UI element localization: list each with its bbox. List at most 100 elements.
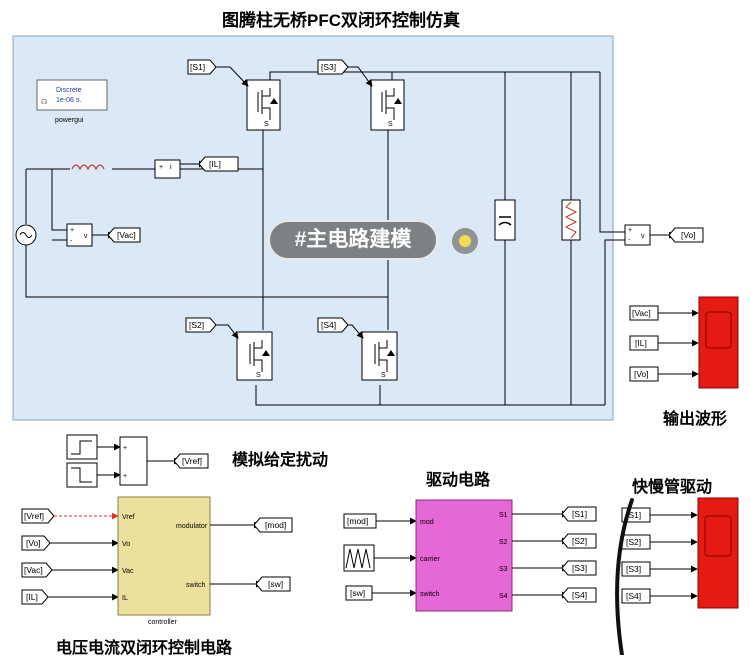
goto-vref[interactable]: [Vref] [173, 453, 209, 469]
svg-text:carrier: carrier [420, 556, 441, 563]
load-resistor[interactable] [561, 199, 581, 241]
svg-text:Vo: Vo [122, 541, 130, 548]
mosfet-s2[interactable]: S [236, 331, 273, 381]
page-title: 图腾柱无桥PFC双闭环控制仿真 [222, 11, 460, 30]
svg-text:[Vo]: [Vo] [26, 538, 41, 548]
svg-text:[S3]: [S3] [626, 564, 641, 574]
svg-text:[Vac]: [Vac] [632, 308, 651, 318]
svg-text:Vac: Vac [122, 568, 134, 575]
goto-il[interactable]: [IL] [198, 156, 239, 172]
powergui-line2: 1e-06 s. [56, 97, 81, 104]
svg-text:Vref: Vref [122, 514, 135, 521]
svg-text:[S3]: [S3] [572, 563, 587, 573]
svg-text:S1: S1 [499, 512, 508, 519]
svg-text:[IL]: [IL] [209, 159, 221, 169]
carrier-block[interactable] [343, 544, 375, 572]
svg-text:[IL]: [IL] [26, 592, 38, 602]
svg-text:-: - [70, 238, 73, 245]
svg-text:[sw]: [sw] [268, 579, 283, 589]
controller-block[interactable]: Vref Vo Vac IL modulator switch [117, 496, 211, 616]
from-s1[interactable]: [S1] [187, 59, 217, 75]
from-s3[interactable]: [S3] [317, 59, 349, 75]
goto-s1[interactable]: [S1] [561, 506, 597, 522]
goto-vo[interactable]: [Vo] [668, 227, 704, 243]
driver-block[interactable]: mod carrier switch S1 S2 S3 S4 [415, 499, 513, 612]
from-sw[interactable]: [sw] [345, 585, 373, 601]
sum-block[interactable]: + + [119, 436, 148, 486]
svg-text:[S4]: [S4] [626, 591, 641, 601]
from-vac[interactable]: [Vac] [21, 562, 53, 578]
from-il-scope[interactable]: [IL] [629, 335, 659, 351]
from-s4-scope[interactable]: [S4] [621, 588, 651, 604]
svg-text:[mod]: [mod] [265, 520, 286, 530]
hand-drawn-mark [615, 498, 634, 655]
from-vo[interactable]: [Vo] [21, 535, 51, 551]
inductor[interactable] [70, 163, 112, 175]
goto-s4[interactable]: [S4] [561, 587, 597, 603]
ac-source[interactable] [15, 224, 37, 246]
caption-fast-slow-drive: 快慢管驱动 [632, 479, 713, 496]
svg-text:S: S [264, 121, 269, 128]
mosfet-s4[interactable]: S [361, 331, 398, 381]
svg-text:mod: mod [420, 519, 434, 526]
svg-text:[IL]: [IL] [635, 338, 647, 348]
svg-text:switch: switch [186, 582, 206, 589]
from-s4[interactable]: [S4] [317, 317, 349, 333]
caption-control-circuit: 电压电流双闭环控制电路 [56, 640, 233, 657]
goto-s2[interactable]: [S2] [561, 533, 597, 549]
overlay-dot-icon [452, 228, 478, 254]
svg-text:[sw]: [sw] [350, 588, 365, 598]
svg-text:[S2]: [S2] [626, 537, 641, 547]
svg-text:[S4]: [S4] [321, 320, 336, 330]
from-s2-scope[interactable]: [S2] [621, 534, 651, 550]
svg-text:-: - [628, 237, 631, 244]
svg-text:[S1]: [S1] [572, 509, 587, 519]
svg-text:[S1]: [S1] [626, 510, 641, 520]
vo-measurement-block[interactable]: + - v [624, 224, 651, 246]
powergui-block[interactable]: Discrete 1e-06 s. ☊ [36, 79, 108, 111]
svg-text:[mod]: [mod] [347, 516, 368, 526]
svg-text:[S3]: [S3] [321, 62, 336, 72]
step-block[interactable] [66, 434, 98, 460]
svg-text:[S2]: [S2] [189, 320, 204, 330]
svg-text:switch: switch [420, 591, 440, 598]
svg-text:+: + [70, 227, 74, 234]
from-s3-scope[interactable]: [S3] [621, 561, 651, 577]
output-scope[interactable] [698, 296, 739, 389]
powergui-line1: Discrete [56, 87, 82, 94]
svg-text:[Vac]: [Vac] [24, 565, 43, 575]
goto-vac[interactable]: [Vac] [107, 227, 141, 243]
from-vac-scope[interactable]: [Vac] [629, 305, 659, 321]
svg-text:+: + [123, 445, 127, 452]
svg-text:☊: ☊ [41, 98, 47, 106]
goto-s3[interactable]: [S3] [561, 560, 597, 576]
svg-text:[Vac]: [Vac] [117, 230, 136, 240]
controller-label: controller [148, 619, 177, 626]
svg-text:[S4]: [S4] [572, 590, 587, 600]
from-mod[interactable]: [mod] [343, 513, 377, 529]
output-capacitor[interactable] [494, 199, 516, 241]
svg-text:S2: S2 [499, 539, 508, 546]
step-block-2[interactable] [66, 462, 98, 488]
main-circuit-overlay-label: #主电路建模 [268, 220, 438, 260]
svg-text:IL: IL [122, 595, 128, 602]
svg-text:[S2]: [S2] [572, 536, 587, 546]
svg-text:S: S [256, 372, 261, 379]
mosfet-s1[interactable]: S [246, 79, 281, 131]
vac-measurement-block[interactable]: + - v [66, 223, 93, 247]
svg-text:[Vref]: [Vref] [182, 456, 202, 466]
mosfet-s3[interactable]: S [370, 79, 405, 131]
caption-drive-circuit: 驱动电路 [426, 472, 491, 489]
svg-text:[Vref]: [Vref] [24, 511, 44, 521]
svg-text:v: v [641, 233, 645, 240]
from-vo-scope[interactable]: [Vo] [629, 366, 659, 382]
from-vref[interactable]: [Vref] [21, 508, 55, 524]
goto-mod[interactable]: [mod] [253, 517, 293, 533]
drive-scope[interactable] [697, 497, 739, 609]
svg-text:modulator: modulator [176, 523, 208, 530]
svg-text:S4: S4 [499, 593, 508, 600]
goto-sw[interactable]: [sw] [255, 576, 291, 592]
current-measurement-block[interactable]: + i [154, 159, 181, 179]
from-il[interactable]: [IL] [21, 589, 49, 605]
from-s2[interactable]: [S2] [185, 317, 217, 333]
